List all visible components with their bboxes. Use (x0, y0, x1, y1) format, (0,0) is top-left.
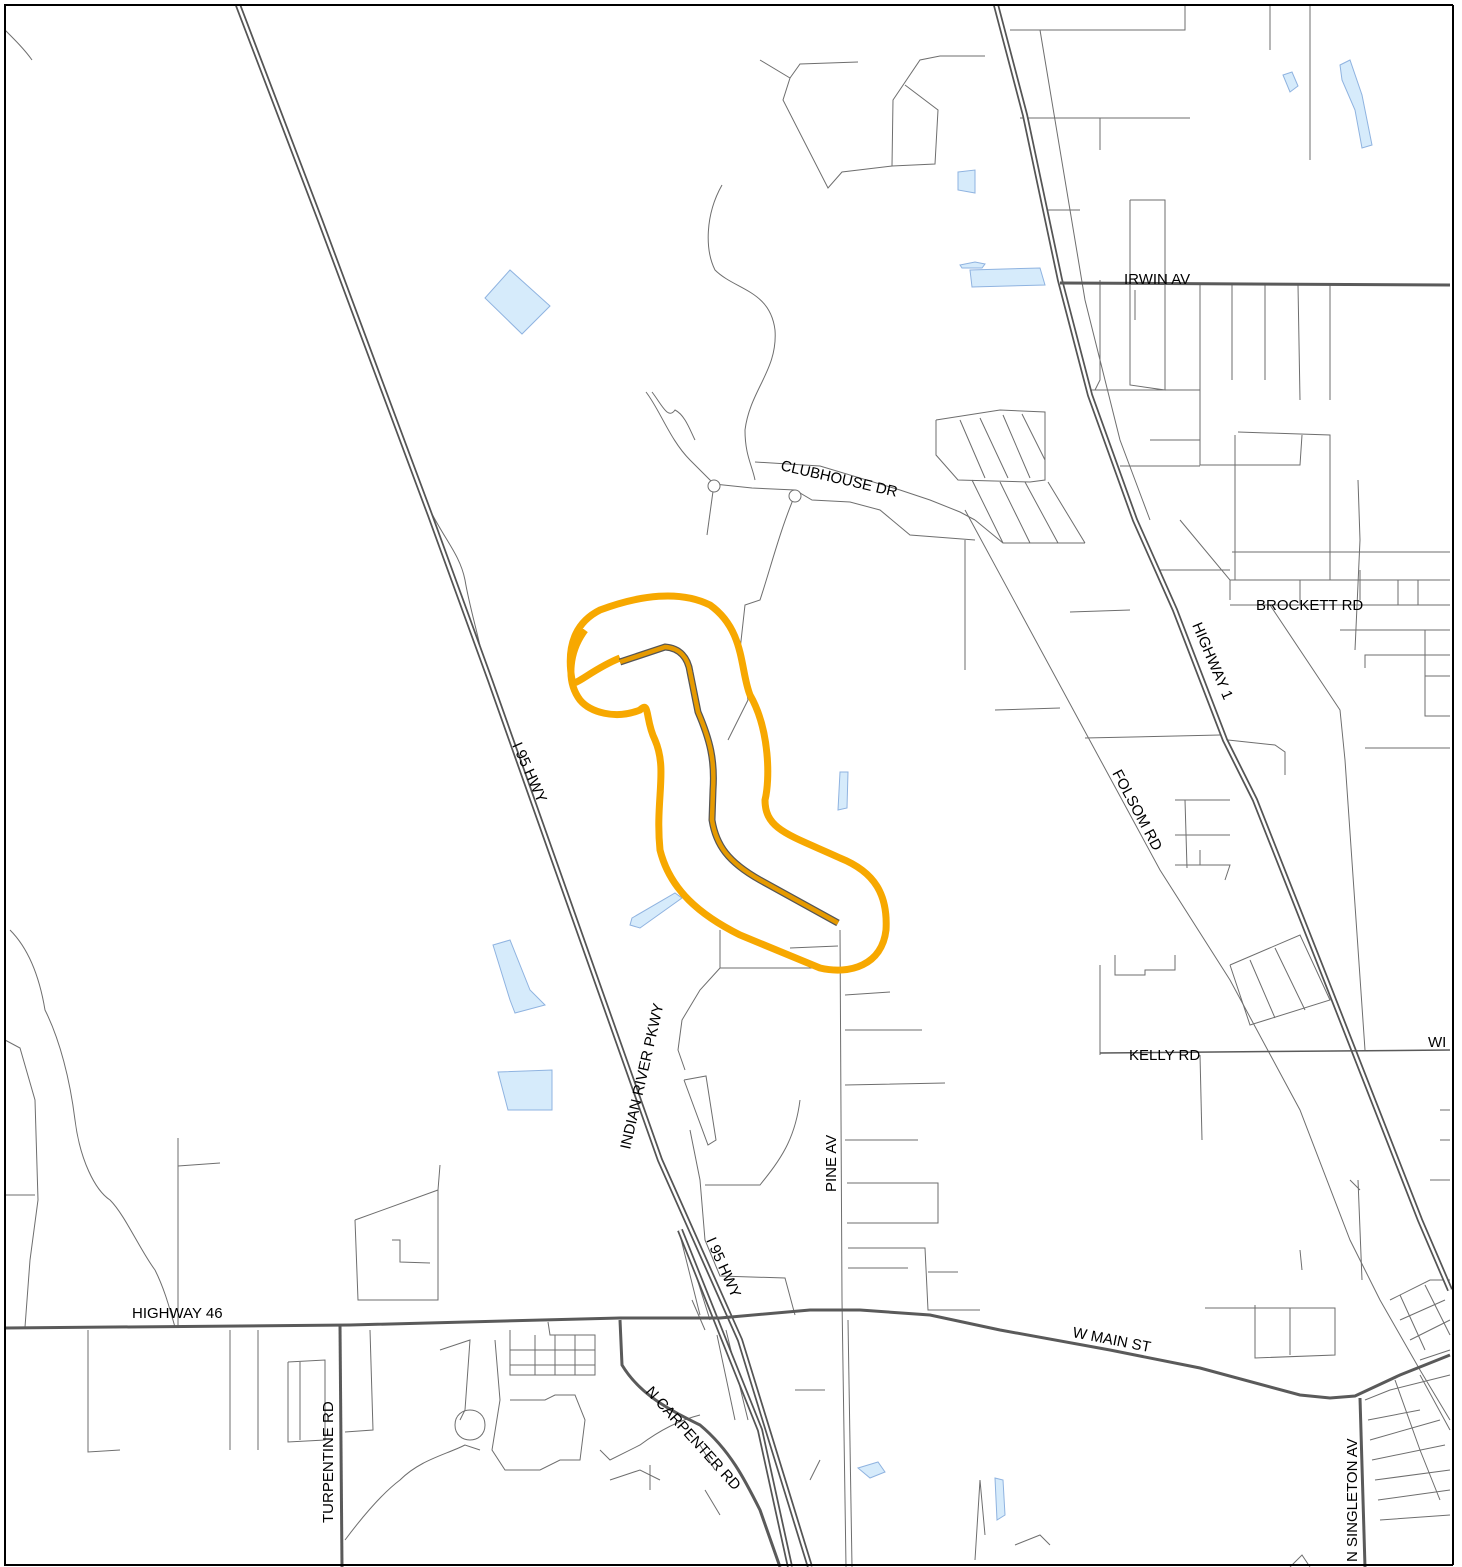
highway-1-road (993, 4, 1453, 1292)
minor-roads (4, 5, 1451, 1567)
roundabout-east (788, 489, 802, 503)
map-margin (1453, 0, 1462, 1567)
label-kelly-rd: KELLY RD (1129, 1047, 1200, 1064)
water-bodies (484, 59, 1373, 1521)
corridor-buffer (566, 592, 890, 974)
label-irwin-av: IRWIN AV (1124, 271, 1190, 288)
i95-road (235, 3, 813, 1567)
label-wi-cut: WI (1428, 1034, 1446, 1051)
label-brockett-rd: BROCKETT RD (1256, 597, 1363, 614)
label-highway-46: HIGHWAY 46 (132, 1305, 223, 1322)
label-n-singleton-av: N SINGLETON AV (1344, 1438, 1361, 1562)
major-roads (4, 281, 1451, 1567)
roundabout-west (707, 479, 721, 493)
corridor-segment-fill (619, 644, 840, 925)
label-turpentine-rd: TURPENTINE RD (320, 1401, 337, 1523)
label-pine-av: PINE AV (823, 1135, 840, 1192)
